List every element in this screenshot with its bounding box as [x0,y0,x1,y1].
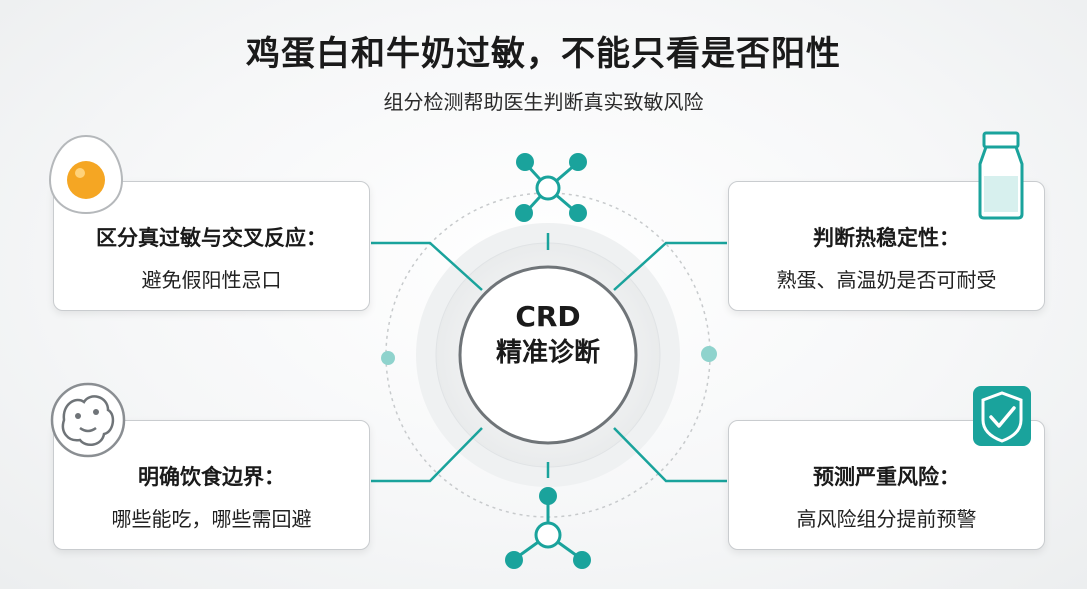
card-heading: 判断热稳定性： [813,226,960,250]
card-top-right: 判断热稳定性： 熟蛋、高温奶是否可耐受 [728,181,1045,311]
card-top-left: 区分真过敏与交叉反应： 避免假阳性忌口 [53,181,370,311]
ring-dot-left [381,351,395,365]
ring-dot-right [701,346,717,362]
center-label-line1: CRD [515,300,581,333]
card-heading: 区分真过敏与交叉反应： [96,226,327,250]
connector-top-left [371,241,483,291]
center-circle [458,265,638,445]
card-bottom-left: 明确饮食边界： 哪些能吃，哪些需回避 [53,420,370,550]
molecule-icon-bottom [505,487,591,569]
card-text: 哪些能吃，哪些需回避 [111,507,312,531]
card-text: 避免假阳性忌口 [141,268,282,292]
card-heading: 明确饮食边界： [138,465,285,489]
page-title: 鸡蛋白和牛奶过敏，不能只看是否阳性 [246,34,841,74]
card-heading: 预测严重风险： [813,465,960,489]
card-bottom-right: 预测严重风险： 高风险组分提前预警 [728,420,1045,550]
center-label-line2: 精准诊断 [495,338,600,368]
connector-bottom-right [613,427,727,483]
page-subtitle: 组分检测帮助医生判断真实致敏风险 [383,90,704,114]
connector-bottom-left [371,427,483,483]
card-text: 熟蛋、高温奶是否可耐受 [776,268,997,292]
center-label: CRD 精准诊断 [463,300,633,372]
connector-top-right [613,241,727,291]
card-text: 高风险组分提前预警 [796,507,977,531]
molecule-icon-top [515,153,587,222]
